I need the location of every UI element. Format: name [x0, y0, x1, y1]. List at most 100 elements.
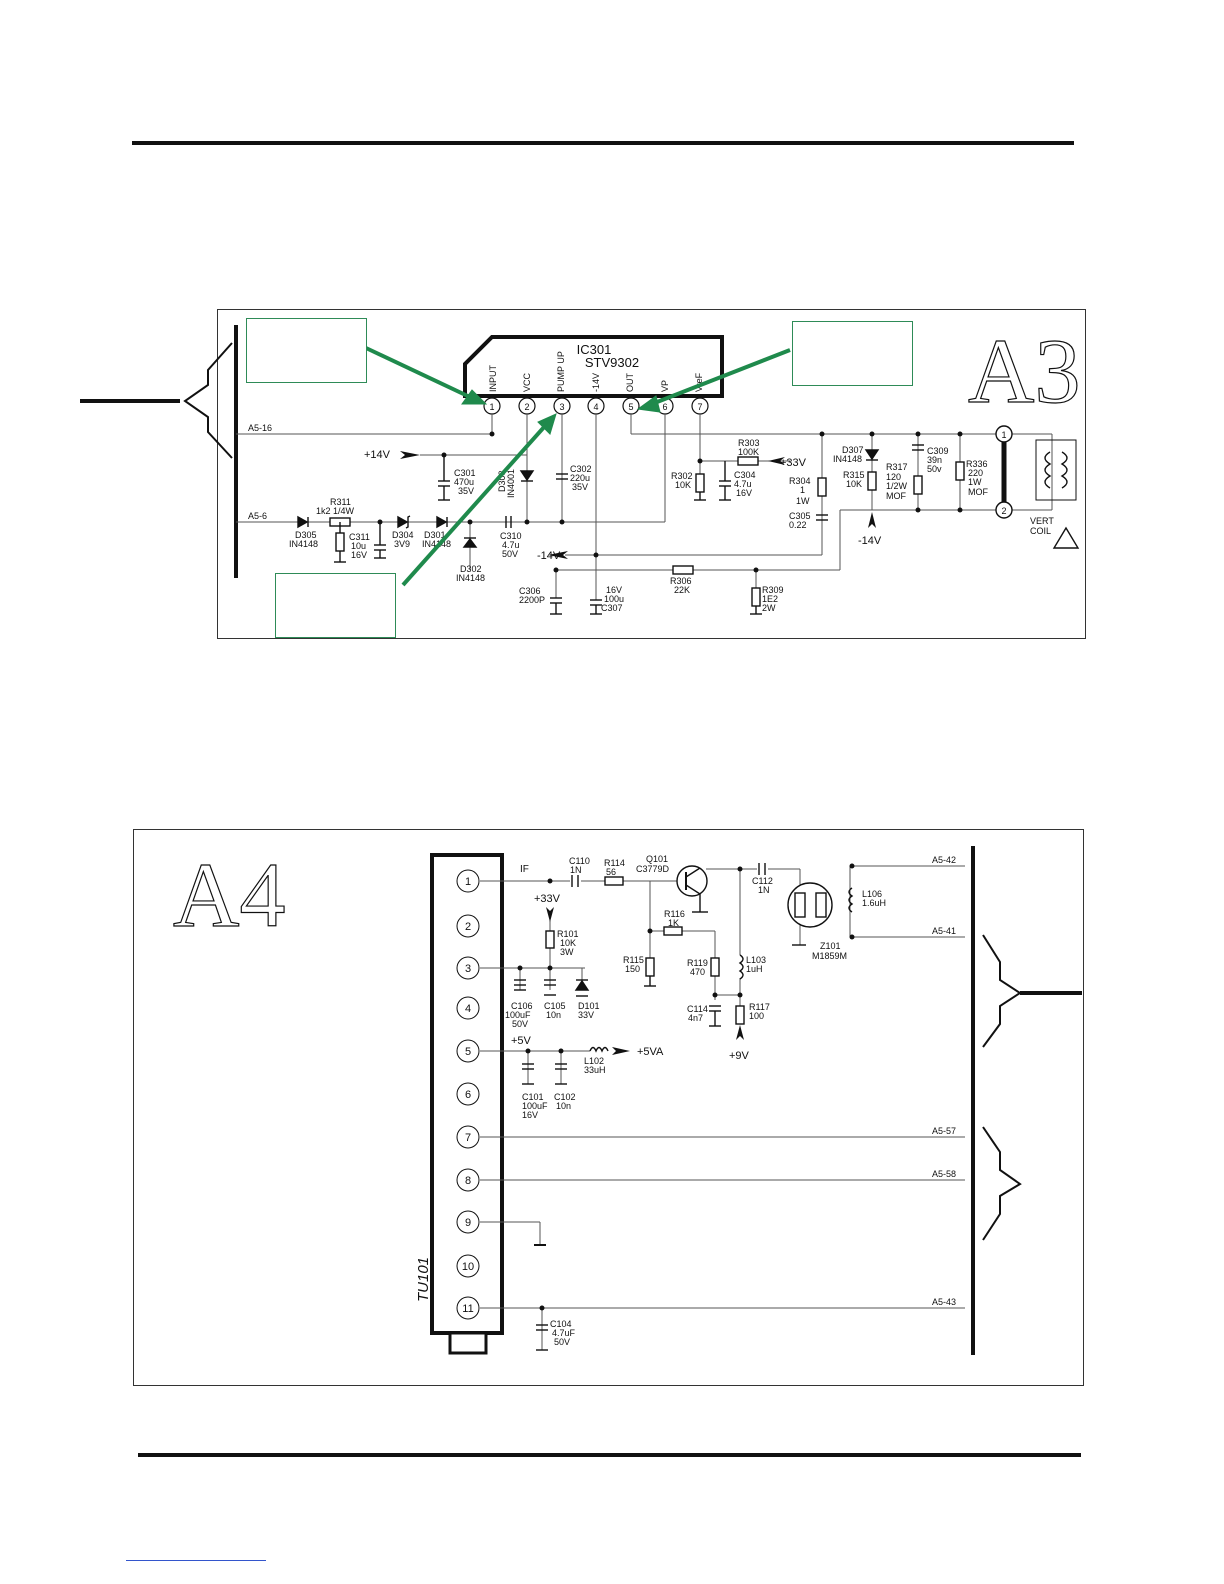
- a4-block-label: A4: [173, 844, 285, 946]
- a4-schematic-panel: [133, 829, 1084, 1386]
- ic301-ref: IC301: [577, 342, 612, 357]
- pin-num-3: 3: [559, 402, 564, 412]
- pin-num-5: 5: [628, 402, 633, 412]
- net-a5-42: A5-42: [932, 855, 956, 865]
- tuner-pin-10: 10: [462, 1261, 474, 1273]
- ic301-body: [463, 335, 724, 398]
- callout-box-pin1: [246, 318, 367, 383]
- pin-num-1: 1: [489, 402, 494, 412]
- footer-link-underline: [126, 1560, 266, 1561]
- net-a5-43: A5-43: [932, 1297, 956, 1307]
- coil-pin-1: 1: [1001, 430, 1006, 440]
- net-plus33v: +33V: [780, 457, 807, 469]
- tuner-pin-2: 2: [465, 921, 471, 933]
- a3-block-label: A3: [968, 320, 1080, 422]
- tuner-pin-6: 6: [465, 1089, 471, 1101]
- net-plus5va: +5VA: [637, 1046, 664, 1058]
- ic301-part: STV9302: [585, 355, 639, 370]
- tuner-pin-4: 4: [465, 1003, 471, 1015]
- pin-name-3: PUMP UP: [556, 351, 566, 392]
- net-plus14v: +14V: [364, 449, 391, 461]
- tuner-pin-8: 8: [465, 1175, 471, 1187]
- pin-num-2: 2: [524, 402, 529, 412]
- pin-name-5: OUT: [625, 373, 635, 393]
- footer-rule: [138, 1453, 1081, 1457]
- net-plus9v: +9V: [729, 1050, 750, 1062]
- header-rule: [132, 141, 1074, 145]
- net-plus5v: +5V: [511, 1035, 532, 1047]
- pin-num-7: 7: [697, 402, 702, 412]
- coil-pin-2: 2: [1001, 506, 1006, 516]
- d303-value: IN4001: [506, 469, 516, 498]
- pin-name-1: INPUT: [488, 364, 498, 392]
- tuner-pin-3: 3: [465, 963, 471, 975]
- pin-num-4: 4: [593, 402, 598, 412]
- net-if: IF: [520, 864, 529, 875]
- pin-name-7: VreF: [694, 372, 704, 392]
- net-plus33v: +33V: [534, 893, 561, 905]
- net-minus14v-2: -14V: [858, 535, 882, 547]
- tuner-pin-1: 1: [465, 876, 471, 888]
- tuner-ref: TU101: [415, 1257, 432, 1302]
- tuner-connector: [448, 1331, 488, 1355]
- tuner-pin-9: 9: [465, 1217, 471, 1229]
- tuner-pin-7: 7: [465, 1132, 471, 1144]
- pin-name-6: VP: [660, 380, 670, 392]
- net-a5-57: A5-57: [932, 1126, 956, 1136]
- tuner-pin-11: 11: [462, 1303, 473, 1315]
- callout-box-pin3: [275, 573, 396, 638]
- net-a5-41: A5-41: [932, 926, 956, 936]
- pin-name-2: VCC: [522, 372, 532, 392]
- d303-label: D303: [497, 470, 507, 492]
- net-a5-16: A5-16: [248, 423, 272, 433]
- net-a5-6: A5-6: [248, 511, 267, 521]
- callout-box-pin5: [792, 321, 913, 386]
- tuner-pin-5: 5: [465, 1046, 471, 1058]
- pin-num-6: 6: [662, 402, 667, 412]
- net-minus14v: -14V: [537, 550, 561, 562]
